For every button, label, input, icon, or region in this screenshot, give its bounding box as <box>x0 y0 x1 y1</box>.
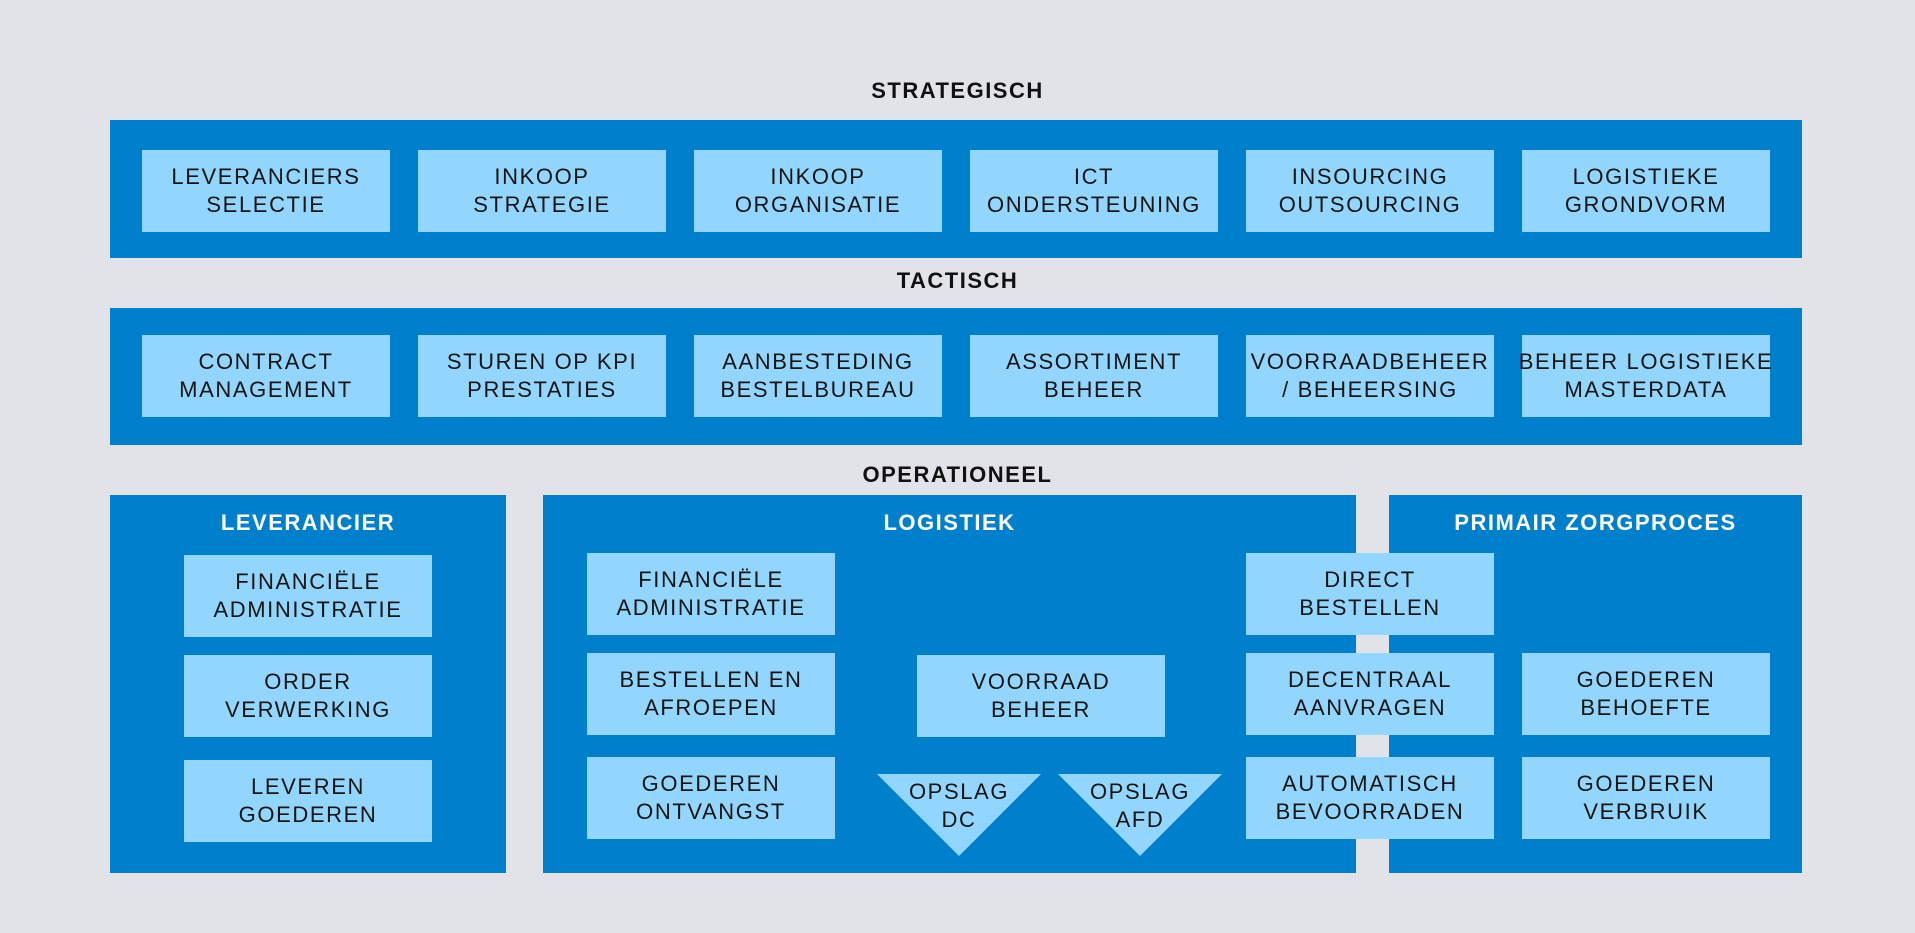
triangle-shape <box>1058 774 1222 856</box>
box-goederen-ontvangst: GOEDEREN ONTVANGST <box>587 757 835 839</box>
box-ict-ondersteuning: ICT ONDERSTEUNING <box>970 150 1218 232</box>
box-voorraad-beheer: VOORRAAD BEHEER <box>917 655 1165 737</box>
primair-zorgproces-title: PRIMAIR ZORGPROCES <box>1454 510 1737 535</box>
box-inkoop-strategie: INKOOP STRATEGIE <box>418 150 666 232</box>
triangle-opslag-afd: OPSLAG AFD <box>1058 774 1222 856</box>
box-log-financiele-administratie: FINANCIËLE ADMINISTRATIE <box>587 553 835 635</box>
box-goederen-verbruik: GOEDEREN VERBRUIK <box>1522 757 1770 839</box>
box-bestellen-en-afroepen: BESTELLEN EN AFROEPEN <box>587 653 835 735</box>
strategisch-title: STRATEGISCH <box>871 78 1044 103</box>
tactisch-band <box>110 308 1802 445</box>
leverancier-title: LEVERANCIER <box>220 510 396 535</box>
box-contract-management: CONTRACT MANAGEMENT <box>142 335 390 417</box>
operationeel-title: OPERATIONEEL <box>862 462 1053 487</box>
box-lev-financiele-administratie: FINANCIËLE ADMINISTRATIE <box>184 555 432 637</box>
box-goederen-behoefte: GOEDEREN BEHOEFTE <box>1522 653 1770 735</box>
box-assortiment-beheer: ASSORTIMENT BEHEER <box>970 335 1218 417</box>
tactisch-title: TACTISCH <box>896 268 1019 293</box>
box-beheer-logistieke-masterdata: BEHEER LOGISTIEKE MASTERDATA <box>1519 335 1772 417</box>
box-sturen-op-kpi: STUREN OP KPI PRESTATIES <box>418 335 666 417</box>
logistiek-title: LOGISTIEK <box>883 510 1016 535</box>
triangle-shape <box>877 774 1041 856</box>
box-leveranciers-selectie: LEVERANCIERS SELECTIE <box>142 150 390 232</box>
box-leveren-goederen: LEVEREN GOEDEREN <box>184 760 432 842</box>
box-automatisch-bevoorraden: AUTOMATISCH BEVOORRADEN <box>1246 757 1494 839</box>
box-insourcing-outsourcing: INSOURCING OUTSOURCING <box>1246 150 1494 232</box>
box-logistieke-grondvorm: LOGISTIEKE GRONDVORM <box>1522 150 1770 232</box>
triangle-opslag-dc: OPSLAG DC <box>877 774 1041 856</box>
box-voorraadbeheer-beheersing: VOORRAADBEHEER / BEHEERSING <box>1246 335 1494 417</box>
box-aanbesteding-bestelbureau: AANBESTEDING BESTELBUREAU <box>694 335 942 417</box>
box-inkoop-organisatie: INKOOP ORGANISATIE <box>694 150 942 232</box>
box-direct-bestellen: DIRECT BESTELLEN <box>1246 553 1494 635</box>
box-order-verwerking: ORDER VERWERKING <box>184 655 432 737</box>
box-decentraal-aanvragen: DECENTRAAL AANVRAGEN <box>1246 653 1494 735</box>
strategisch-band <box>110 120 1802 258</box>
